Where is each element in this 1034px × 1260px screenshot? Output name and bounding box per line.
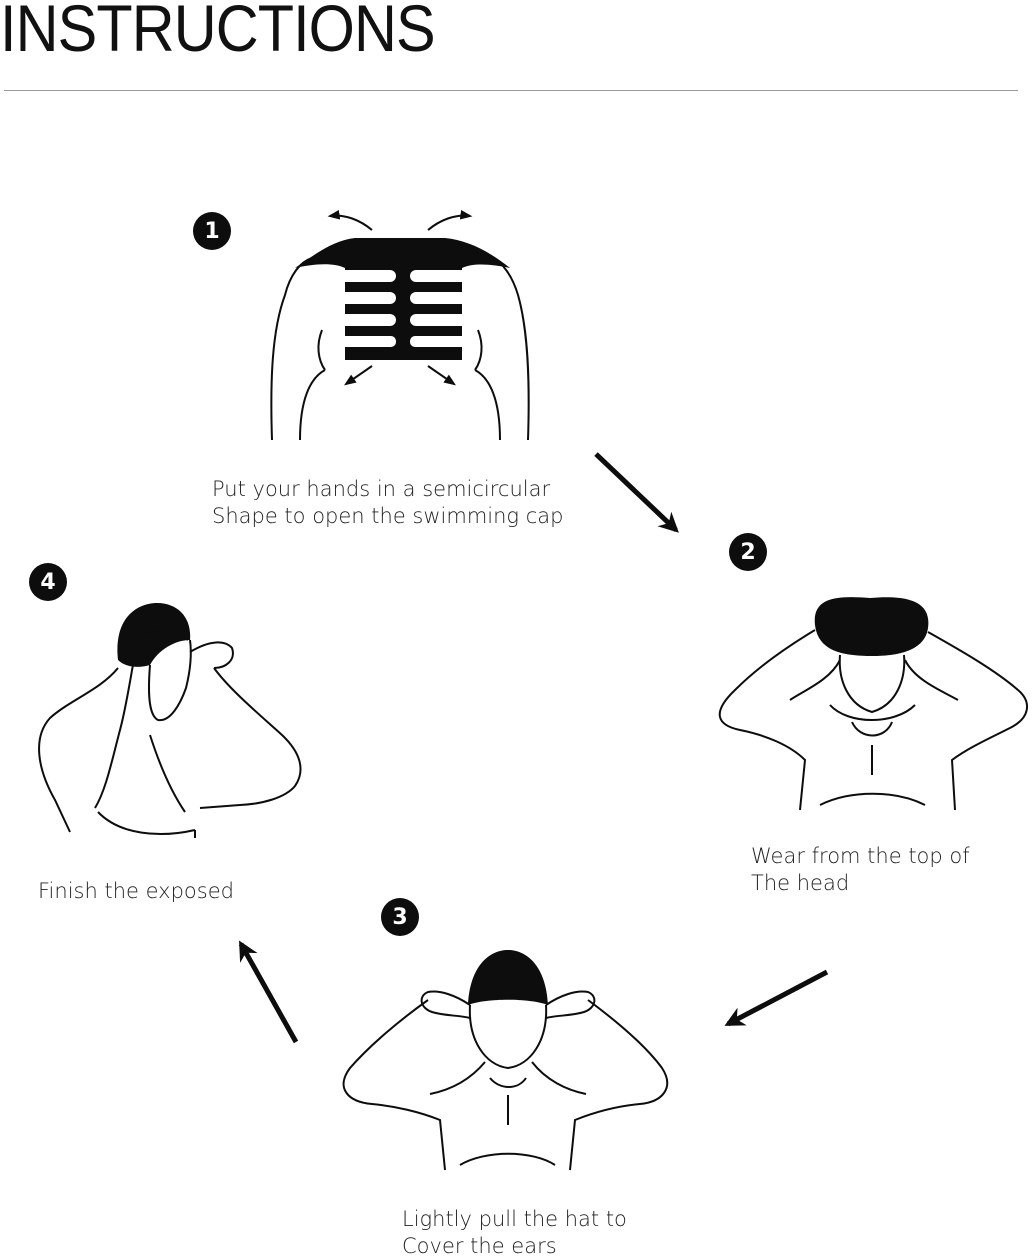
step-1-number-badge: 1 bbox=[193, 212, 231, 250]
step-4-number-badge: 4 bbox=[29, 563, 67, 601]
step-3-caption-line-2: Cover the ears bbox=[402, 1234, 557, 1258]
arrow-step1-to-step2 bbox=[596, 454, 679, 533]
step-4-caption: Finish the exposed bbox=[38, 878, 234, 905]
step-3-caption-line-1: Lightly pull the hat to bbox=[402, 1207, 627, 1231]
page-title: INSTRUCTIONS bbox=[0, 0, 436, 65]
step-1-caption-line-1: Put your hands in a semicircular bbox=[212, 477, 551, 501]
person-adjusting-cap-illustration bbox=[39, 602, 300, 838]
step-4-caption-line-1: Finish the exposed bbox=[38, 879, 234, 903]
step-2-caption: Wear from the top of The head bbox=[751, 843, 970, 897]
flow-arrows bbox=[241, 454, 827, 1042]
step-3-caption: Lightly pull the hat to Cover the ears bbox=[402, 1206, 627, 1260]
hands-stretching-cap-illustration bbox=[271, 209, 528, 440]
step-2-caption-line-2: The head bbox=[751, 871, 850, 895]
step-2-caption-line-1: Wear from the top of bbox=[751, 844, 970, 868]
step-1-caption: Put your hands in a semicircular Shape t… bbox=[212, 476, 563, 530]
step-2-number-badge: 2 bbox=[729, 533, 767, 571]
title-divider bbox=[4, 90, 1018, 91]
step-1-caption-line-2: Shape to open the swimming cap bbox=[212, 504, 564, 528]
arrow-step2-to-step3 bbox=[724, 972, 827, 1024]
arrow-step3-to-step4 bbox=[241, 940, 296, 1042]
step-3-number-badge: 3 bbox=[381, 898, 419, 936]
person-pulling-cap-over-ears-illustration bbox=[344, 950, 668, 1170]
person-putting-on-cap-illustration bbox=[720, 597, 1027, 810]
